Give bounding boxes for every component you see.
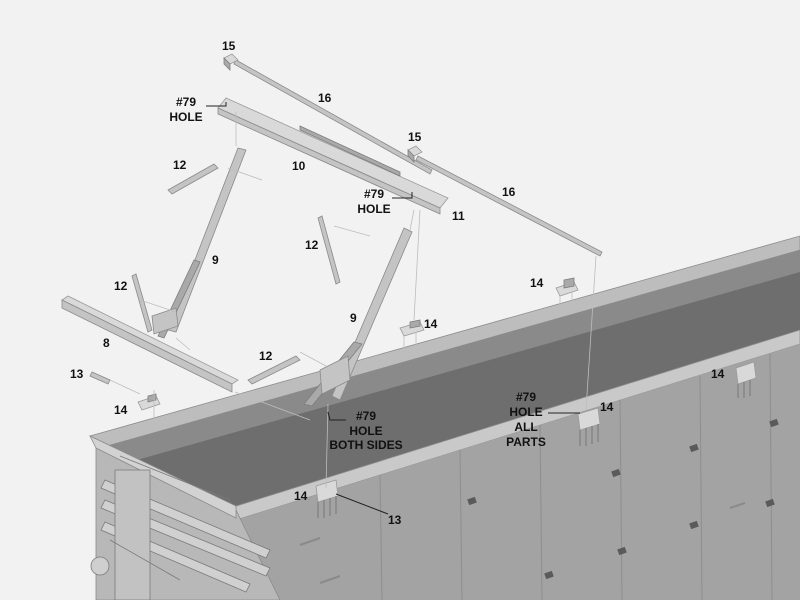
note-line: PARTS xyxy=(506,435,546,449)
part-14-stirrup-a xyxy=(137,393,161,411)
part-10-top-beam xyxy=(217,97,449,215)
note-hole-both-sides: #79 HOLE BOTH SIDES xyxy=(329,409,402,452)
label-part-9-left: 9 xyxy=(212,253,219,267)
note-line: #79 xyxy=(516,390,536,404)
note-line: HOLE xyxy=(357,202,390,216)
car-floor xyxy=(130,272,800,520)
label-part-12-d: 12 xyxy=(259,349,273,363)
part-14-stirrup-e xyxy=(735,361,757,398)
label-part-8: 8 xyxy=(103,336,110,350)
label-part-13-a: 13 xyxy=(70,367,84,381)
label-part-16-lower: 16 xyxy=(502,185,516,199)
label-part-14-e: 14 xyxy=(711,367,725,381)
note-line: HOLE xyxy=(509,405,542,419)
note-line: BOTH SIDES xyxy=(329,438,402,452)
part-8-lower-beam xyxy=(61,295,239,393)
part-12-bar-a xyxy=(167,163,219,195)
note-line: HOLE xyxy=(169,110,202,124)
label-part-14-a: 14 xyxy=(114,403,128,417)
part-15-cap-upper xyxy=(223,53,239,71)
label-part-10: 10 xyxy=(292,159,306,173)
label-part-14-f: 14 xyxy=(294,489,308,503)
gondola-car-body xyxy=(89,235,800,600)
part-12-bar-c xyxy=(131,273,153,333)
label-part-16-upper: 16 xyxy=(318,91,332,105)
part-14-stirrup-b xyxy=(399,319,425,352)
part-9-frame-right xyxy=(303,227,413,407)
note-hole-middle: #79 HOLE xyxy=(357,187,390,216)
label-part-11: 11 xyxy=(452,209,465,223)
part-14-stirrup-f xyxy=(315,479,339,518)
part-12-bar-b xyxy=(317,215,341,285)
note-line: #79 xyxy=(364,187,384,201)
assembly-guide-lines xyxy=(109,112,597,489)
label-part-12-a: 12 xyxy=(173,158,187,172)
label-part-15-upper: 15 xyxy=(222,39,236,53)
label-part-9-right: 9 xyxy=(350,311,357,325)
car-end-piping xyxy=(90,455,271,600)
note-line: ALL xyxy=(514,420,537,434)
label-part-13-b: 13 xyxy=(388,513,402,527)
label-part-12-c: 12 xyxy=(114,279,128,293)
label-part-14-b: 14 xyxy=(424,317,438,331)
part-16-rod-lower xyxy=(415,155,603,257)
part-number-labels: 15 16 10 15 16 11 12 9 12 12 8 9 12 13 1… xyxy=(70,39,725,527)
note-line: #79 xyxy=(356,409,376,423)
car-side-posts xyxy=(379,353,773,600)
note-line: #79 xyxy=(176,95,196,109)
note-hole-top-left: #79 HOLE xyxy=(169,95,202,124)
part-14-stirrup-c xyxy=(555,277,579,310)
note-leader-lines xyxy=(206,102,580,515)
label-part-14-c: 14 xyxy=(530,276,544,290)
note-hole-all-parts: #79 HOLE ALL PARTS xyxy=(506,390,546,449)
car-grab-irons xyxy=(299,502,746,584)
label-part-12-b: 12 xyxy=(305,238,319,252)
part-16-rod-upper xyxy=(233,59,433,175)
car-near-side-wall xyxy=(236,344,800,600)
part-14-stirrup-d xyxy=(577,407,601,446)
part-15-cap-lower xyxy=(407,145,423,163)
part-12-bar-d xyxy=(247,355,301,385)
label-part-15-lower: 15 xyxy=(408,130,422,144)
note-line: HOLE xyxy=(349,424,382,438)
part-13-pin-a xyxy=(89,371,111,385)
label-part-14-d: 14 xyxy=(600,400,614,414)
car-side-marks xyxy=(467,418,779,580)
part-9-frame-left xyxy=(151,147,247,339)
